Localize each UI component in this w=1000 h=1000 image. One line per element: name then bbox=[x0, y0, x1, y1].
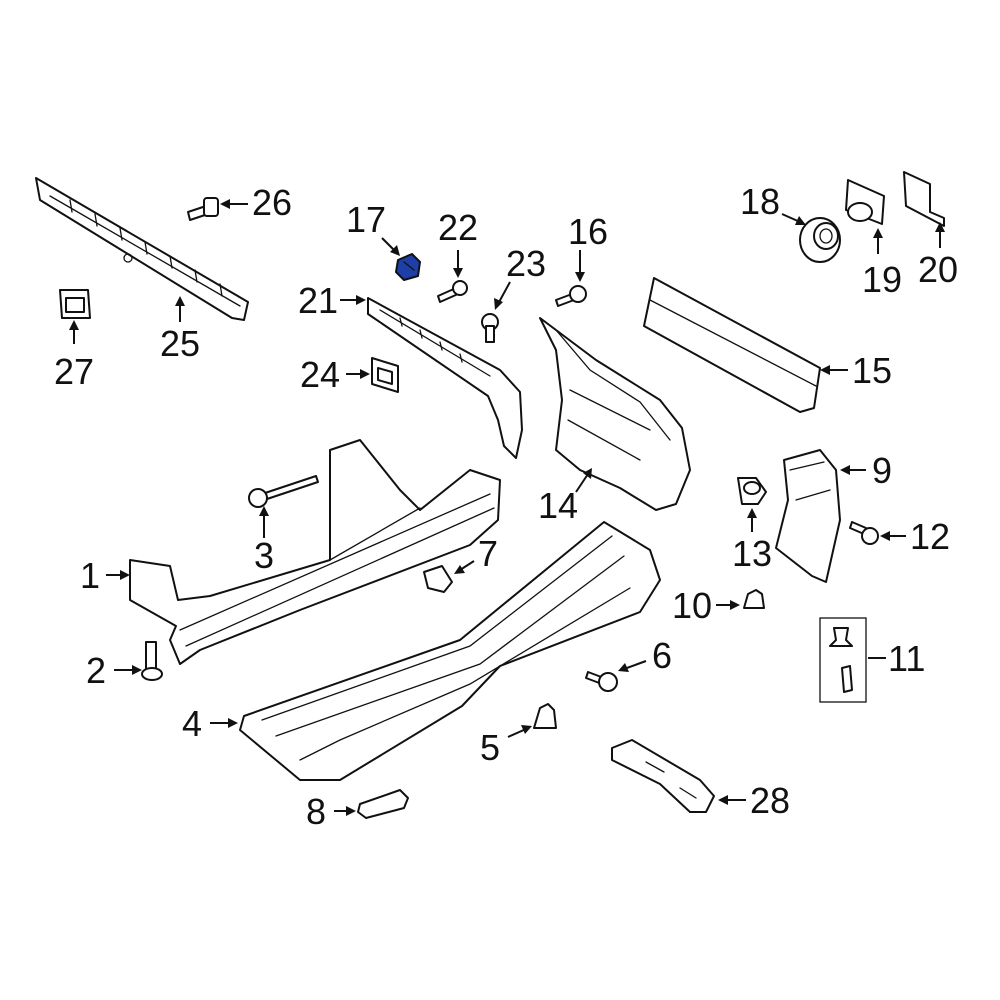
part-21-side-bracket[interactable] bbox=[367, 297, 523, 459]
svg-text:25: 25 bbox=[160, 323, 200, 364]
svg-text:6: 6 bbox=[652, 635, 672, 676]
part-28-tow-bracket[interactable] bbox=[611, 739, 715, 813]
svg-text:7: 7 bbox=[478, 533, 498, 574]
part-10-push-pin[interactable] bbox=[743, 589, 765, 609]
callout-15: 15 bbox=[820, 350, 892, 391]
part-20-bracket[interactable] bbox=[903, 171, 945, 227]
svg-text:20: 20 bbox=[918, 249, 958, 290]
part-19-mounting-plate[interactable] bbox=[845, 179, 885, 225]
part-5-push-pin[interactable] bbox=[533, 703, 557, 729]
svg-text:24: 24 bbox=[300, 354, 340, 395]
callout-22: 22 bbox=[438, 207, 478, 278]
svg-text:21: 21 bbox=[298, 280, 338, 321]
svg-text:11: 11 bbox=[888, 638, 925, 679]
callout-28: 28 bbox=[718, 780, 790, 821]
svg-text:27: 27 bbox=[54, 351, 94, 392]
part-9-side-bracket[interactable] bbox=[775, 449, 841, 583]
callout-7: 7 bbox=[454, 533, 498, 574]
callout-16: 16 bbox=[568, 211, 608, 282]
svg-text:4: 4 bbox=[182, 703, 202, 744]
svg-text:15: 15 bbox=[852, 350, 892, 391]
callout-11: 11 bbox=[868, 638, 925, 679]
svg-text:10: 10 bbox=[672, 585, 712, 626]
part-4-step-pad[interactable] bbox=[239, 521, 661, 781]
part-16-bolt[interactable] bbox=[555, 285, 587, 307]
callout-26: 26 bbox=[220, 182, 292, 223]
svg-text:14: 14 bbox=[538, 485, 578, 526]
part-26-bolt[interactable] bbox=[187, 197, 219, 221]
callout-9: 9 bbox=[840, 450, 892, 491]
svg-text:18: 18 bbox=[740, 181, 780, 222]
part-7-push-pin[interactable] bbox=[423, 565, 453, 593]
callout-1: 1 bbox=[80, 555, 130, 596]
part-14-corner-panel[interactable] bbox=[539, 317, 691, 511]
callout-10: 10 bbox=[672, 585, 740, 626]
part-11-fastener-set[interactable] bbox=[819, 617, 867, 703]
svg-text:23: 23 bbox=[506, 243, 546, 284]
part-25-reinforcement-strip[interactable] bbox=[35, 177, 249, 321]
callout-21: 21 bbox=[298, 280, 366, 321]
svg-text:5: 5 bbox=[480, 727, 500, 768]
part-23-bolt[interactable] bbox=[481, 313, 499, 343]
part-15-side-panel[interactable] bbox=[643, 277, 821, 413]
svg-text:12: 12 bbox=[910, 516, 950, 557]
part-12-bolt[interactable] bbox=[849, 521, 879, 545]
part-2-bolt[interactable] bbox=[141, 641, 163, 681]
callout-20: 20 bbox=[918, 222, 958, 290]
callout-25: 25 bbox=[160, 296, 200, 364]
svg-text:2: 2 bbox=[86, 650, 106, 691]
callout-6: 6 bbox=[618, 635, 672, 676]
part-1-impact-bar[interactable] bbox=[129, 439, 501, 665]
svg-text:22: 22 bbox=[438, 207, 478, 248]
callout-13: 13 bbox=[732, 508, 772, 574]
callout-27: 27 bbox=[54, 320, 94, 392]
svg-text:1: 1 bbox=[80, 555, 100, 596]
callout-12: 12 bbox=[880, 516, 950, 557]
callout-17: 17 bbox=[346, 199, 400, 256]
callout-8: 8 bbox=[306, 791, 356, 832]
part-8-reflector[interactable] bbox=[357, 789, 409, 819]
part-18-grommet[interactable] bbox=[799, 217, 841, 263]
part-17-push-clip[interactable] bbox=[395, 253, 421, 281]
svg-text:19: 19 bbox=[862, 259, 902, 300]
svg-text:26: 26 bbox=[252, 182, 292, 223]
callout-18: 18 bbox=[740, 181, 806, 225]
callout-14: 14 bbox=[538, 468, 592, 526]
svg-text:28: 28 bbox=[750, 780, 790, 821]
svg-text:13: 13 bbox=[732, 533, 772, 574]
part-24-clip[interactable] bbox=[371, 357, 399, 393]
svg-text:9: 9 bbox=[872, 450, 892, 491]
part-13-push-pin[interactable] bbox=[737, 477, 767, 505]
callout-2: 2 bbox=[86, 650, 142, 691]
part-22-bolt[interactable] bbox=[437, 280, 468, 303]
callout-4: 4 bbox=[182, 703, 238, 744]
part-6-bolt[interactable] bbox=[585, 671, 618, 692]
part-27-clip[interactable] bbox=[59, 289, 91, 319]
callout-19: 19 bbox=[862, 228, 902, 300]
callout-23: 23 bbox=[494, 243, 546, 310]
svg-text:8: 8 bbox=[306, 791, 326, 832]
callout-3: 3 bbox=[254, 506, 274, 576]
svg-text:3: 3 bbox=[254, 535, 274, 576]
callout-24: 24 bbox=[300, 354, 370, 395]
part-3-bolt[interactable] bbox=[248, 475, 319, 508]
svg-text:17: 17 bbox=[346, 199, 386, 240]
svg-text:16: 16 bbox=[568, 211, 608, 252]
callout-5: 5 bbox=[480, 725, 532, 768]
